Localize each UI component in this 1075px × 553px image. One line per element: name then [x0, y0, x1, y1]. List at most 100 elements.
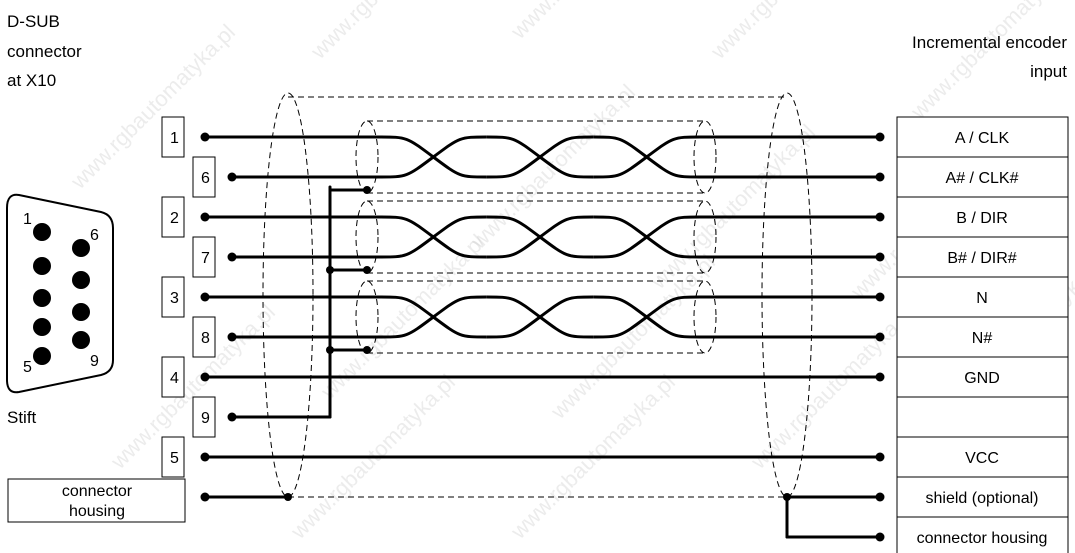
- twist-strand: [379, 215, 487, 259]
- watermark-text: www.rgbautomatyka.pl: [505, 0, 680, 44]
- face-pin-dot: [33, 289, 51, 307]
- signal-box: [896, 316, 1069, 358]
- watermark-text: www.rgbautomatyka.pl: [645, 119, 820, 294]
- left-housing-line-2: housing: [69, 503, 125, 520]
- pin-number: 9: [201, 410, 210, 427]
- face-pin-dot: [33, 347, 51, 365]
- signal-connection-dot: [875, 252, 885, 262]
- pin-box: [161, 356, 185, 398]
- pin-number: 8: [201, 330, 210, 347]
- signal-box: [896, 236, 1069, 278]
- signal-label: connector housing: [917, 530, 1048, 547]
- face-pin-dot: [72, 303, 90, 321]
- signal-box: [896, 196, 1069, 238]
- pin-number: 6: [201, 170, 210, 187]
- pair-shield-left: [355, 200, 379, 274]
- shields: [262, 92, 813, 498]
- pin-number: 5: [170, 450, 179, 467]
- right-title-line-1: Incremental encoder: [912, 33, 1067, 52]
- signal-label: N: [976, 290, 988, 307]
- pin-box: [161, 196, 185, 238]
- signal-box: [896, 116, 1069, 158]
- wires: [200, 132, 885, 542]
- pin-connection-dot: [200, 212, 210, 222]
- pin-connection-dot: [200, 292, 210, 302]
- pin-number: 3: [170, 290, 179, 307]
- pin-box: [161, 276, 185, 318]
- pin-box: [161, 436, 185, 478]
- signal-label: B / DIR: [956, 210, 1008, 227]
- signal-connection-dot: [875, 532, 885, 542]
- pin-box: [192, 316, 216, 358]
- signal-connection-dot: [875, 292, 885, 302]
- twist-strand: [486, 295, 594, 339]
- twist-strand: [379, 135, 487, 179]
- left-housing-box: connector housing: [7, 478, 186, 523]
- pair-shield-right: [693, 280, 717, 354]
- signal-connection-dot: [875, 332, 885, 342]
- signal-connection-dot: [875, 212, 885, 222]
- signal-label: VCC: [965, 450, 999, 467]
- signal-label: A# / CLK#: [946, 170, 1019, 187]
- housing-connection-dot: [200, 492, 210, 502]
- pair-shield-left: [355, 280, 379, 354]
- pin-connection-dot: [200, 452, 210, 462]
- right-title-line-2: input: [1030, 62, 1067, 81]
- face-pin-label-1: 1: [23, 211, 32, 228]
- pin-number: 2: [170, 210, 179, 227]
- pin-box: [192, 396, 216, 438]
- pin-number: 1: [170, 130, 179, 147]
- pin-connection-dot: [227, 412, 237, 422]
- pair-shield-right: [693, 120, 717, 194]
- left-title: D-SUB connector at X10: [7, 12, 82, 90]
- face-pin-dot: [72, 331, 90, 349]
- watermark-text: www.rgbautomatyka.pl: [705, 0, 880, 64]
- signal-box: [896, 156, 1069, 198]
- pin-connection-dot: [200, 372, 210, 382]
- twist-strand: [593, 295, 701, 339]
- outer-shield-right: [761, 92, 813, 498]
- pin-box: [161, 116, 185, 158]
- pin-connection-dot: [227, 172, 237, 182]
- left-title-line-1: D-SUB: [7, 12, 60, 31]
- pin-box: [192, 156, 216, 198]
- pin-connection-dot: [227, 252, 237, 262]
- pin-number: 4: [170, 370, 179, 387]
- outer-shield-left: [262, 92, 314, 498]
- face-pin-dot: [33, 318, 51, 336]
- signal-label: B# / DIR#: [947, 250, 1016, 267]
- pair-shield-left: [355, 120, 379, 194]
- left-pin-table: [161, 116, 216, 478]
- right-title: Incremental encoder input: [912, 33, 1067, 81]
- left-title-line-3: at X10: [7, 71, 56, 90]
- watermark-text: www.rgbautomatyka.pl: [745, 299, 920, 474]
- signal-connection-dot: [875, 492, 885, 502]
- face-pin-dot: [72, 239, 90, 257]
- signal-box: [896, 276, 1069, 318]
- left-housing-frame: [7, 478, 186, 523]
- signal-box: [896, 516, 1069, 553]
- twist-strand: [486, 135, 594, 179]
- face-pin-dot: [33, 223, 51, 241]
- junction-dot: [326, 266, 334, 274]
- face-pin-label-9: 9: [90, 353, 99, 370]
- dsub-connector-face: 1 6 5 9 Stift: [6, 193, 114, 427]
- twist-strand: [593, 215, 701, 259]
- twist-strand: [486, 215, 594, 259]
- signal-box: [896, 396, 1069, 438]
- pair-shield-right: [693, 200, 717, 274]
- connector-pin-dots: [33, 223, 90, 365]
- signal-connection-dot: [875, 132, 885, 142]
- twist-strand: [593, 135, 701, 179]
- connector-caption: Stift: [7, 408, 37, 427]
- connector-outline: [6, 193, 114, 394]
- signal-connection-dot: [875, 372, 885, 382]
- right-signal-table: [896, 116, 1069, 553]
- pin-connection-dot: [200, 132, 210, 142]
- watermark-text: www.rgbautomatyka.pl: [305, 0, 480, 64]
- signal-label: GND: [964, 370, 1000, 387]
- pin-box: [192, 236, 216, 278]
